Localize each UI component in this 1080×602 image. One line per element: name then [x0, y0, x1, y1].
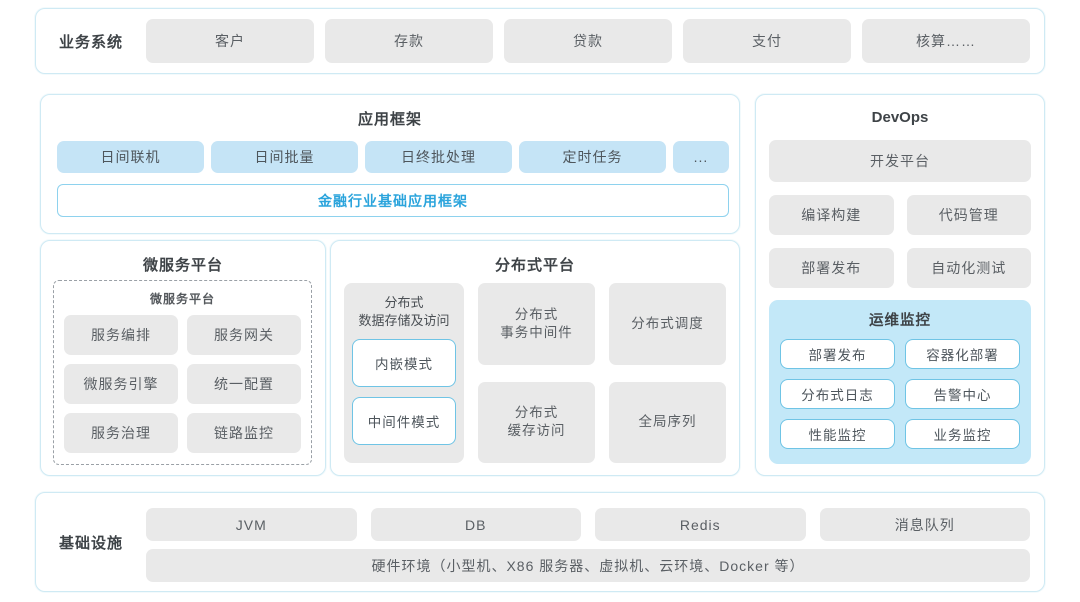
infra-item-redis: Redis — [595, 508, 806, 541]
micro-item-governance: 服务治理 — [64, 413, 178, 453]
devops-dev-platform: 开发平台 — [769, 140, 1031, 182]
ops-item-alert-center: 告警中心 — [905, 379, 1020, 409]
infra-item-mq: 消息队列 — [819, 508, 1030, 541]
business-systems-label: 业务系统 — [58, 33, 123, 51]
micro-item-trace-monitor: 链路监控 — [187, 413, 301, 453]
infrastructure-label: 基础设施 — [58, 534, 123, 552]
distributed-body: 分布式 数据存储及访问 内嵌模式 中间件模式 分布式 事务中间件 分布式 缓存访… — [344, 283, 726, 463]
business-item-deposit: 存款 — [325, 19, 493, 63]
distributed-storage-label: 分布式 数据存储及访问 — [358, 295, 450, 328]
business-item-customer: 客户 — [146, 19, 314, 63]
micro-item-unified-config: 统一配置 — [187, 364, 301, 404]
distributed-platform-panel: 分布式平台 分布式 数据存储及访问 内嵌模式 中间件模式 分布式 事务中间件 分… — [330, 240, 740, 476]
ops-monitoring-panel: 运维监控 部署发布 容器化部署 分布式日志 告警中心 性能监控 业务监控 — [769, 300, 1031, 464]
devops-item-build: 编译构建 — [769, 195, 894, 235]
dist-item-scheduling: 分布式调度 — [609, 283, 726, 365]
distributed-storage-box: 分布式 数据存储及访问 内嵌模式 中间件模式 — [344, 283, 464, 463]
devops-item-code-mgmt: 代码管理 — [906, 195, 1031, 235]
ops-item-distributed-log: 分布式日志 — [780, 379, 895, 409]
app-fw-item-daytime-online: 日间联机 — [57, 141, 204, 173]
ops-item-deploy-release: 部署发布 — [780, 339, 895, 369]
microservice-inner-box: 微服务平台 服务编排 服务网关 微服务引擎 统一配置 服务治理 链路监控 — [53, 280, 312, 465]
microservice-grid: 服务编排 服务网关 微服务引擎 统一配置 服务治理 链路监控 — [54, 307, 311, 461]
business-systems-panel: 业务系统 客户 存款 贷款 支付 核算…… — [35, 8, 1045, 74]
micro-item-orchestration: 服务编排 — [64, 315, 178, 355]
finance-base-framework-bar: 金融行业基础应用框架 — [57, 184, 729, 217]
business-item-accounting: 核算…… — [862, 19, 1030, 63]
infrastructure-body: JVM DB Redis 消息队列 硬件环境（小型机、X86 服务器、虚拟机、云… — [146, 508, 1030, 582]
microservice-inner-title: 微服务平台 — [149, 292, 215, 306]
app-fw-item-scheduled-task: 定时任务 — [519, 141, 666, 173]
ops-item-container-deploy: 容器化部署 — [905, 339, 1020, 369]
ops-item-performance-monitor: 性能监控 — [780, 419, 895, 449]
devops-item-auto-test: 自动化测试 — [906, 248, 1031, 288]
devops-title: DevOps — [871, 109, 929, 126]
micro-item-gateway: 服务网关 — [187, 315, 301, 355]
app-fw-item-more: ... — [673, 141, 729, 173]
devops-row-1: 编译构建 代码管理 — [769, 195, 1031, 235]
infra-item-jvm: JVM — [146, 508, 357, 541]
storage-mode-embedded: 内嵌模式 — [352, 339, 456, 388]
app-framework-row: 日间联机 日间批量 日终批处理 定时任务 ... — [57, 141, 729, 173]
devops-item-deploy-release: 部署发布 — [769, 248, 894, 288]
devops-panel: DevOps 开发平台 编译构建 代码管理 部署发布 自动化测试 运维监控 部署… — [755, 94, 1045, 476]
app-framework-title: 应用框架 — [357, 111, 422, 128]
devops-row-2: 部署发布 自动化测试 — [769, 248, 1031, 288]
app-fw-item-daytime-batch: 日间批量 — [211, 141, 358, 173]
business-item-payment: 支付 — [683, 19, 851, 63]
ops-monitoring-grid: 部署发布 容器化部署 分布式日志 告警中心 性能监控 业务监控 — [769, 330, 1031, 458]
infrastructure-row: JVM DB Redis 消息队列 — [146, 508, 1030, 541]
infrastructure-panel: 基础设施 JVM DB Redis 消息队列 硬件环境（小型机、X86 服务器、… — [35, 492, 1045, 592]
microservice-platform-title: 微服务平台 — [142, 257, 223, 274]
dist-item-cache-access: 分布式 缓存访问 — [478, 381, 595, 463]
storage-mode-middleware: 中间件模式 — [352, 397, 456, 446]
infra-hardware-env: 硬件环境（小型机、X86 服务器、虚拟机、云环境、Docker 等） — [146, 549, 1030, 582]
distributed-platform-title: 分布式平台 — [494, 257, 575, 274]
dist-item-transaction-middleware: 分布式 事务中间件 — [478, 283, 595, 365]
ops-item-business-monitor: 业务监控 — [905, 419, 1020, 449]
business-item-loan: 贷款 — [504, 19, 672, 63]
distributed-col-right: 分布式调度 全局序列 — [609, 283, 726, 463]
micro-item-engine: 微服务引擎 — [64, 364, 178, 404]
app-fw-item-eod-batch: 日终批处理 — [365, 141, 512, 173]
business-systems-row: 客户 存款 贷款 支付 核算…… — [146, 19, 1030, 63]
infra-item-db: DB — [370, 508, 581, 541]
distributed-col-middle: 分布式 事务中间件 分布式 缓存访问 — [478, 283, 595, 463]
dist-item-global-sequence: 全局序列 — [609, 381, 726, 463]
ops-monitoring-title: 运维监控 — [869, 313, 931, 329]
app-framework-panel: 应用框架 日间联机 日间批量 日终批处理 定时任务 ... 金融行业基础应用框架 — [40, 94, 740, 234]
microservice-platform-panel: 微服务平台 微服务平台 服务编排 服务网关 微服务引擎 统一配置 服务治理 链路… — [40, 240, 326, 476]
